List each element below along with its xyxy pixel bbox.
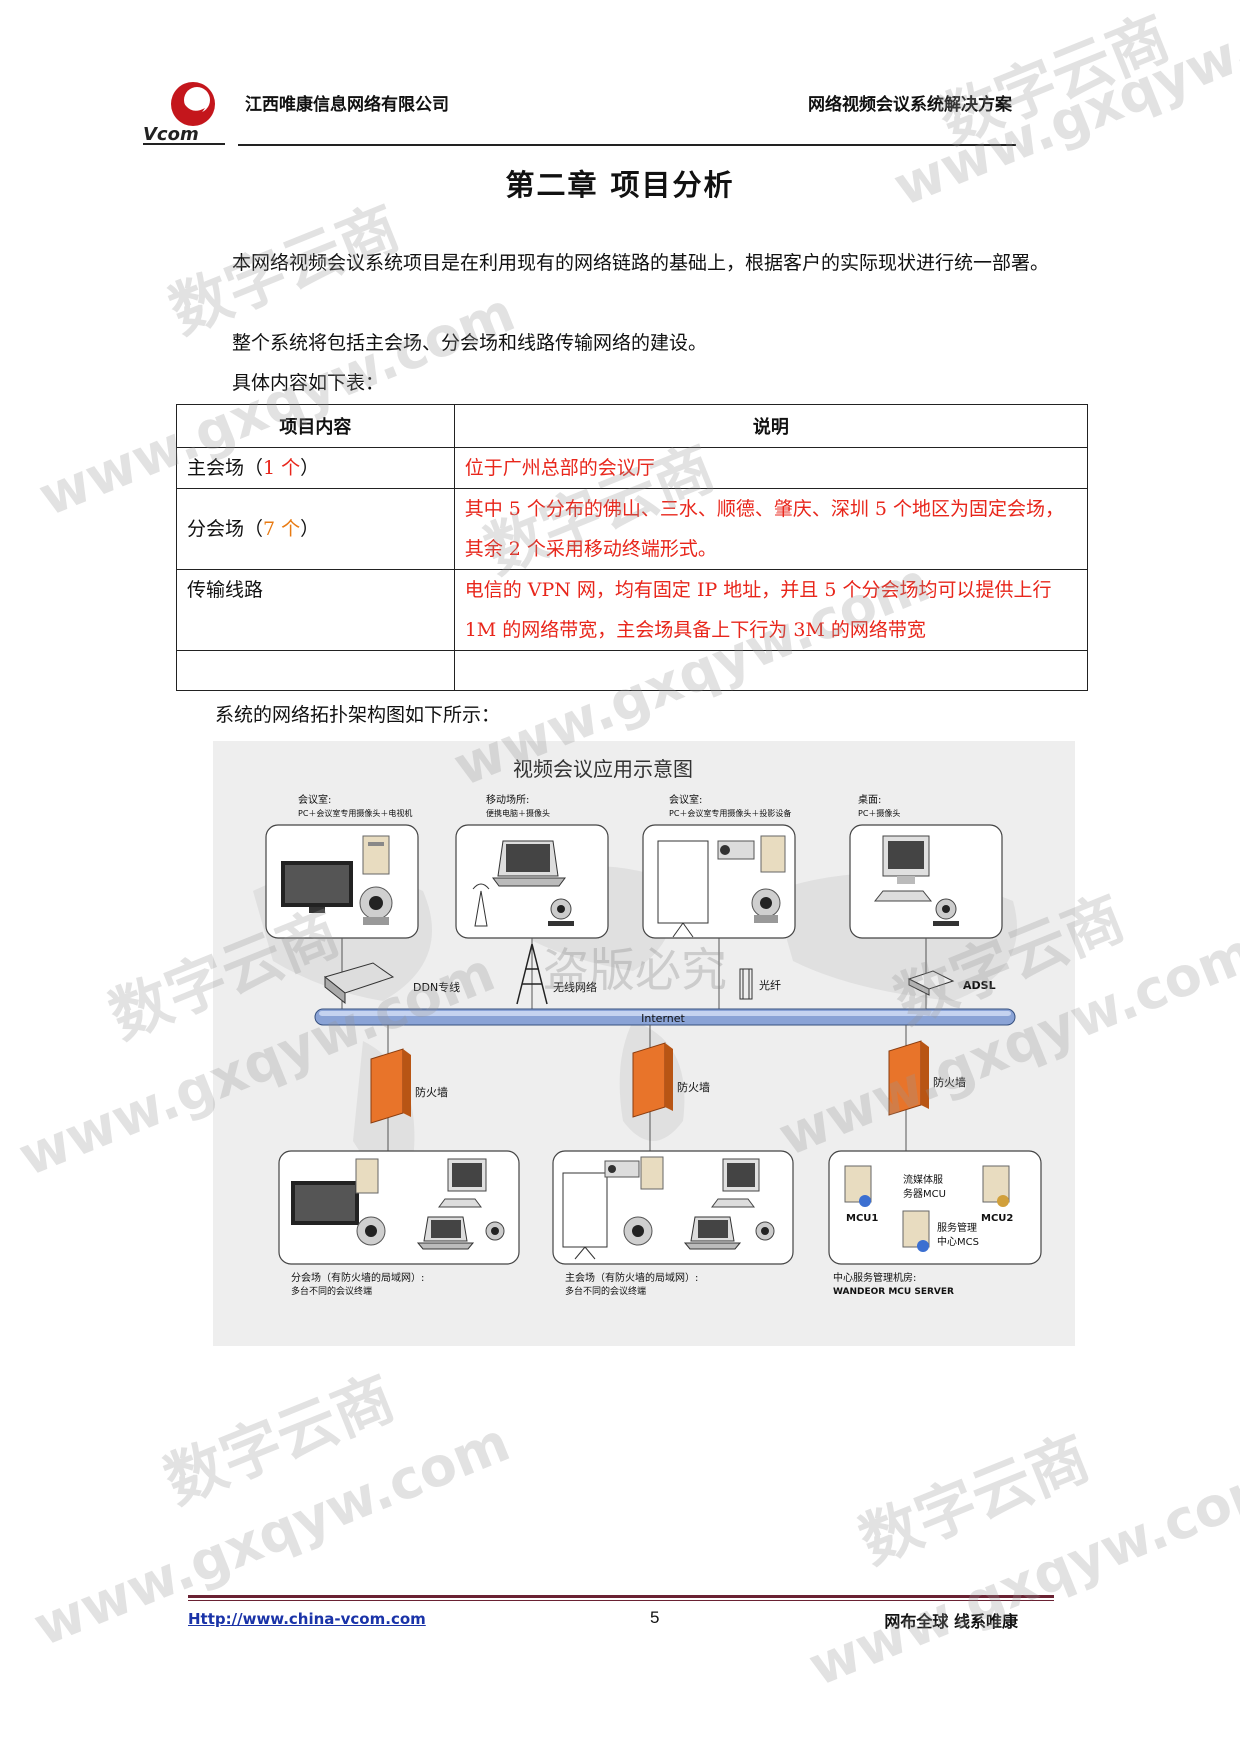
server-label: 务器MCU bbox=[903, 1187, 946, 1200]
table-cell-item: 传输线路 bbox=[176, 569, 455, 651]
paragraph-table-intro: 具体内容如下表： bbox=[232, 372, 385, 394]
monitor-icon bbox=[882, 835, 930, 884]
table-cell-desc: 电信的 VPN 网，均有固定 IP 地址，并且 5 个分会场均可以提供上行 1M… bbox=[453, 569, 1089, 651]
paragraph-scope: 整个系统将包括主会场、分会场和线路传输网络的建设。 bbox=[232, 332, 708, 354]
table-cell-desc: 其中 5 个分布的佛山、三水、顺德、肇庆、深圳 5 个地区为固定会场，其余 2 … bbox=[453, 488, 1089, 570]
spec-table: 项目内容 说明 主会场（1 个） 位于广州总部的会议厅 分会场（7 个） 其中 … bbox=[176, 404, 1089, 691]
adsl-modem-icon bbox=[907, 970, 955, 996]
server-mcu1-icon bbox=[844, 1165, 872, 1207]
pc-tower-icon bbox=[760, 835, 786, 873]
laptop-icon bbox=[416, 1216, 475, 1250]
table-cell-item bbox=[176, 650, 455, 691]
diagram-title: 视频会议应用示意图 bbox=[513, 757, 693, 781]
table-cell-item: 分会场（7 个） bbox=[176, 488, 455, 570]
pc-tower-icon bbox=[355, 1158, 379, 1194]
wifi-antenna-icon bbox=[472, 883, 490, 927]
svg-text:防火墙: 防火墙 bbox=[415, 1085, 448, 1099]
server-mcu2-icon bbox=[982, 1165, 1010, 1207]
diagram-watermark: 盗版必究 bbox=[543, 943, 727, 997]
site-label: 桌面: bbox=[858, 793, 881, 806]
projector-icon bbox=[717, 840, 755, 860]
internet-backbone: Internet bbox=[314, 1008, 1016, 1026]
webcam-icon bbox=[933, 898, 959, 926]
ptz-camera-icon bbox=[623, 1216, 653, 1246]
link-label: DDN专线 bbox=[413, 980, 460, 994]
monitor-icon bbox=[438, 1158, 487, 1208]
keyboard-icon bbox=[873, 890, 933, 902]
footer-rule bbox=[188, 1600, 1054, 1601]
table-row: 分会场（7 个） 其中 5 个分布的佛山、三水、顺德、肇庆、深圳 5 个地区为固… bbox=[176, 488, 1089, 570]
paragraph-intro: 本网络视频会议系统项目是在利用现有的网络链路的基础上，根据客户的实际现状进行统一… bbox=[232, 252, 1050, 274]
table-cell-desc: 位于广州总部的会议厅 bbox=[453, 447, 1089, 489]
server-label: 流媒体服 bbox=[903, 1173, 943, 1186]
site-label: 会议室: bbox=[669, 793, 702, 806]
backbone-label: Internet bbox=[641, 1012, 685, 1025]
firewall-icon: 防火墙 bbox=[370, 1048, 448, 1124]
svg-text:防火墙: 防火墙 bbox=[933, 1075, 966, 1089]
server-label: MCU1 bbox=[846, 1213, 878, 1224]
firewall-icon: 防火墙 bbox=[632, 1042, 710, 1118]
projector-screen-icon bbox=[562, 1172, 608, 1260]
network-topology-diagram: 视频会议应用示意图 会议室: PC＋会议室专用摄像头＋电视机 移动场所: 便携电… bbox=[213, 741, 1075, 1346]
site-label: 主会场（有防火墙的局域网）: bbox=[565, 1271, 698, 1284]
site-sublabel: WANDEOR MCU SERVER bbox=[833, 1287, 954, 1297]
site-label: 移动场所: bbox=[486, 793, 529, 806]
paragraph-diagram-intro: 系统的网络拓扑架构图如下所示： bbox=[215, 704, 501, 726]
site-label: 中心服务管理机房: bbox=[833, 1271, 916, 1284]
table-cell-desc bbox=[453, 650, 1089, 691]
pc-tower-icon bbox=[640, 1156, 664, 1190]
table-row: 主会场（1 个） 位于广州总部的会议厅 bbox=[176, 447, 1089, 489]
logo-text: Vcom bbox=[143, 124, 199, 145]
site-sublabel: 多台不同的会议终端 bbox=[291, 1285, 372, 1297]
ddn-router-icon bbox=[323, 962, 395, 1005]
footer-slogan: 网布全球 线系唯康 bbox=[884, 1612, 1018, 1631]
laptop-icon bbox=[683, 1216, 742, 1250]
site-sublabel: PC＋会议室专用摄像头＋投影设备 bbox=[669, 808, 791, 818]
radio-tower-icon bbox=[516, 943, 548, 1005]
server-mcs-icon bbox=[902, 1210, 930, 1252]
webcam-icon bbox=[485, 1221, 505, 1241]
ptz-camera-icon bbox=[751, 888, 781, 923]
webcam-icon bbox=[548, 898, 574, 926]
tv-icon bbox=[291, 1181, 359, 1225]
site-sublabel: 便携电脑＋摄像头 bbox=[486, 808, 550, 818]
firewall-icon: 防火墙 bbox=[888, 1040, 966, 1116]
tv-icon bbox=[281, 861, 353, 913]
fiber-icon bbox=[739, 968, 753, 1000]
company-name: 江西唯康信息网络有限公司 bbox=[245, 95, 449, 115]
footer-link[interactable]: Http://www.china-vcom.com bbox=[188, 1610, 426, 1628]
column-header: 项目内容 bbox=[176, 404, 455, 448]
link-label: 光纤 bbox=[759, 978, 781, 992]
column-header: 说明 bbox=[453, 404, 1089, 448]
site-sublabel: 多台不同的会议终端 bbox=[565, 1285, 646, 1297]
projector-icon bbox=[604, 1160, 640, 1178]
svg-text:防火墙: 防火墙 bbox=[677, 1080, 710, 1094]
company-logo: Vcom bbox=[135, 78, 235, 146]
webcam-icon bbox=[755, 1221, 775, 1241]
table-row: 传输线路 电信的 VPN 网，均有固定 IP 地址，并且 5 个分会场均可以提供… bbox=[176, 569, 1089, 651]
table-row bbox=[176, 650, 1089, 691]
document-title: 网络视频会议系统解决方案 bbox=[808, 95, 1012, 115]
ptz-camera-icon bbox=[359, 886, 393, 925]
site-sublabel: PC＋摄像头 bbox=[858, 808, 900, 818]
site-label: 分会场（有防火墙的局域网）: bbox=[291, 1271, 424, 1284]
ptz-camera-icon bbox=[356, 1216, 386, 1246]
projector-screen-icon bbox=[657, 840, 709, 938]
footer-rule bbox=[188, 1595, 1054, 1598]
page-number: 5 bbox=[650, 1608, 660, 1627]
laptop-icon bbox=[492, 840, 566, 887]
server-label: 中心MCS bbox=[937, 1235, 979, 1248]
table-cell-item: 主会场（1 个） bbox=[176, 447, 455, 489]
chapter-title: 第二章 项目分析 bbox=[505, 168, 735, 202]
pc-tower-icon bbox=[362, 835, 390, 875]
header-rule bbox=[238, 144, 1016, 146]
site-sublabel: PC＋会议室专用摄像头＋电视机 bbox=[298, 808, 412, 818]
monitor-icon bbox=[711, 1158, 760, 1208]
server-label: MCU2 bbox=[981, 1213, 1013, 1224]
server-label: 服务管理 bbox=[937, 1221, 977, 1234]
link-label: 无线网络 bbox=[553, 980, 597, 994]
table-header-row: 项目内容 说明 bbox=[176, 404, 1089, 448]
link-label: ADSL bbox=[963, 979, 996, 992]
site-label: 会议室: bbox=[298, 793, 331, 806]
